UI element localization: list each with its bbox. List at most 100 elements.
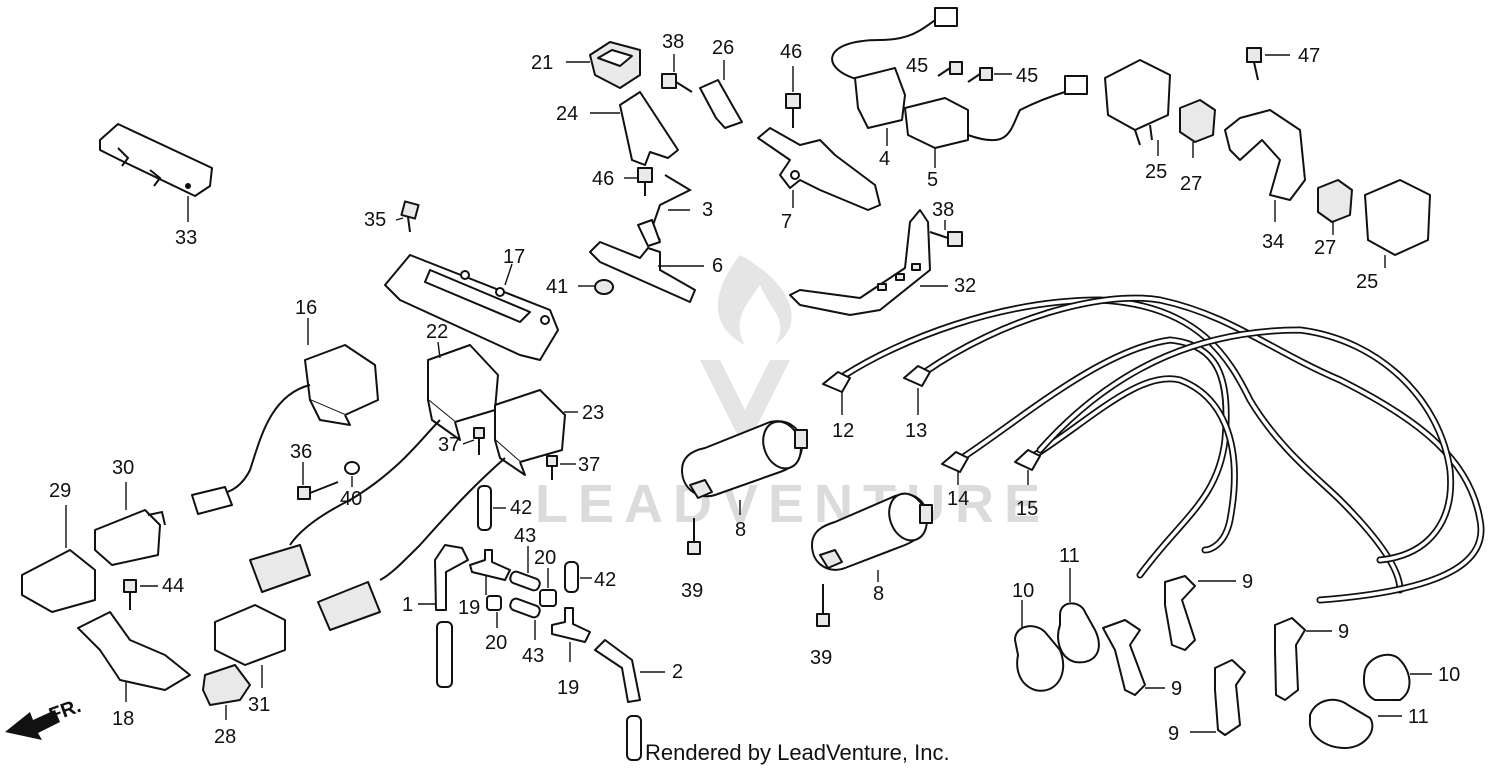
callout-37-a: 37 xyxy=(438,434,460,456)
part-43-hose-b[interactable] xyxy=(509,597,541,619)
part-9-plug-cap-c[interactable] xyxy=(1214,659,1246,736)
part-10-plug-cap-b[interactable] xyxy=(1362,653,1411,701)
footer-credit: Rendered by LeadVenture, Inc. xyxy=(645,740,950,765)
part-19-tee-b[interactable] xyxy=(551,607,591,643)
callout-47: 47 xyxy=(1298,45,1320,67)
part-33-bracket[interactable] xyxy=(99,123,213,197)
part-8-coil-b[interactable] xyxy=(811,488,933,571)
callout-22: 22 xyxy=(426,321,448,343)
part-46-bolt-a[interactable] xyxy=(637,167,653,196)
callout-31: 31 xyxy=(248,694,270,716)
callout-42-a: 42 xyxy=(510,497,532,519)
callout-27-b: 27 xyxy=(1314,237,1336,259)
part-4-pulser[interactable] xyxy=(831,7,958,129)
part-32-bracket[interactable] xyxy=(789,209,931,316)
part-14-cable[interactable] xyxy=(941,336,1230,579)
callout-16: 16 xyxy=(295,297,317,319)
part-42-hose-a[interactable] xyxy=(477,485,492,531)
part-11-plug-cap-a[interactable] xyxy=(1057,602,1100,664)
callout-35: 35 xyxy=(364,209,386,231)
part-21-cap[interactable] xyxy=(589,41,641,89)
part-18-bracket[interactable] xyxy=(77,611,191,691)
callout-32: 32 xyxy=(954,275,976,297)
part-1-hose[interactable] xyxy=(434,544,469,688)
callout-19-b: 19 xyxy=(557,677,579,699)
part-8-coil-a[interactable] xyxy=(681,416,808,499)
part-44-bolt[interactable] xyxy=(123,579,137,610)
part-45-bolt-b[interactable] xyxy=(967,67,993,83)
part-7-bracket[interactable] xyxy=(757,127,881,211)
callout-46-a: 46 xyxy=(592,168,614,190)
part-38-bolt-b[interactable] xyxy=(929,231,963,247)
callout-15: 15 xyxy=(1016,498,1038,520)
callout-37-b: 37 xyxy=(578,454,600,476)
callout-1: 1 xyxy=(402,594,413,616)
part-28-connector[interactable] xyxy=(202,664,251,706)
part-39-bolt-a[interactable] xyxy=(687,518,701,555)
part-35-bolt[interactable] xyxy=(400,200,420,233)
part-41-nut[interactable] xyxy=(594,279,614,295)
callout-4: 4 xyxy=(879,148,890,170)
part-36-bolt[interactable] xyxy=(297,481,339,500)
part-11-plug-cap-b[interactable] xyxy=(1308,698,1374,749)
callout-6: 6 xyxy=(712,255,723,277)
part-26-clip[interactable] xyxy=(699,79,743,129)
part-2-hose[interactable] xyxy=(594,639,642,761)
callout-30: 30 xyxy=(112,457,134,479)
part-22-igniter[interactable] xyxy=(249,344,499,593)
part-13-cable[interactable] xyxy=(903,294,1485,604)
part-30-relay[interactable] xyxy=(94,509,166,566)
callout-2: 2 xyxy=(672,661,683,683)
callout-14: 14 xyxy=(947,488,969,510)
part-29-relay[interactable] xyxy=(21,549,96,613)
part-45-bolt-a[interactable] xyxy=(937,61,963,77)
callout-25-b: 25 xyxy=(1356,271,1378,293)
part-15-cable[interactable] xyxy=(1014,326,1455,564)
part-39-bolt-b[interactable] xyxy=(816,584,830,627)
callout-23: 23 xyxy=(582,402,604,424)
part-47-bolt[interactable] xyxy=(1246,47,1262,81)
part-34-bracket[interactable] xyxy=(1224,109,1306,201)
callout-29: 29 xyxy=(49,480,71,502)
callout-9-c: 9 xyxy=(1168,723,1179,745)
part-27-connector-a[interactable] xyxy=(1179,99,1216,143)
watermark-v-icon xyxy=(700,360,790,450)
watermark-logo-icon xyxy=(717,255,792,345)
part-40-washer[interactable] xyxy=(344,461,360,475)
part-46-bolt-b[interactable] xyxy=(785,93,801,128)
part-9-plug-cap-a[interactable] xyxy=(1164,575,1196,651)
callout-9-b: 9 xyxy=(1171,678,1182,700)
callout-18: 18 xyxy=(112,708,134,730)
part-6-bracket[interactable] xyxy=(589,241,696,303)
callout-34: 34 xyxy=(1262,231,1284,253)
part-42-hose-b[interactable] xyxy=(564,561,579,593)
part-24-bracket[interactable] xyxy=(619,91,679,166)
part-20-cap-b[interactable] xyxy=(486,595,502,611)
callout-8-b: 8 xyxy=(873,583,884,605)
callout-19-a: 19 xyxy=(458,597,480,619)
part-3-wire-clip[interactable] xyxy=(637,174,693,247)
part-19-tee-a[interactable] xyxy=(469,549,511,581)
part-9-plug-cap-b[interactable] xyxy=(1102,619,1146,696)
callout-43-b: 43 xyxy=(522,645,544,667)
part-5-pulser[interactable] xyxy=(904,75,1088,149)
part-37-bolt-b[interactable] xyxy=(546,455,558,480)
part-25-relay-b[interactable] xyxy=(1364,179,1431,256)
callout-40: 40 xyxy=(340,488,362,510)
part-12-cable[interactable] xyxy=(822,296,1404,594)
part-25-relay-a[interactable] xyxy=(1104,59,1171,146)
part-17-bracket[interactable] xyxy=(384,254,559,361)
callout-11-a: 11 xyxy=(1059,545,1080,567)
part-38-bolt-a[interactable] xyxy=(661,73,693,93)
part-37-bolt-a[interactable] xyxy=(473,427,485,455)
callout-36: 36 xyxy=(290,441,312,463)
part-43-hose-a[interactable] xyxy=(509,570,541,592)
part-23-igniter[interactable] xyxy=(317,389,566,631)
part-9-plug-cap-d[interactable] xyxy=(1274,617,1306,701)
part-20-cap-a[interactable] xyxy=(539,589,557,607)
callout-10-a: 10 xyxy=(1012,580,1034,602)
part-31-unit[interactable] xyxy=(214,604,286,666)
part-10-plug-cap-a[interactable] xyxy=(1014,625,1065,692)
part-27-connector-b[interactable] xyxy=(1317,179,1353,223)
part-16-module[interactable] xyxy=(191,344,379,515)
